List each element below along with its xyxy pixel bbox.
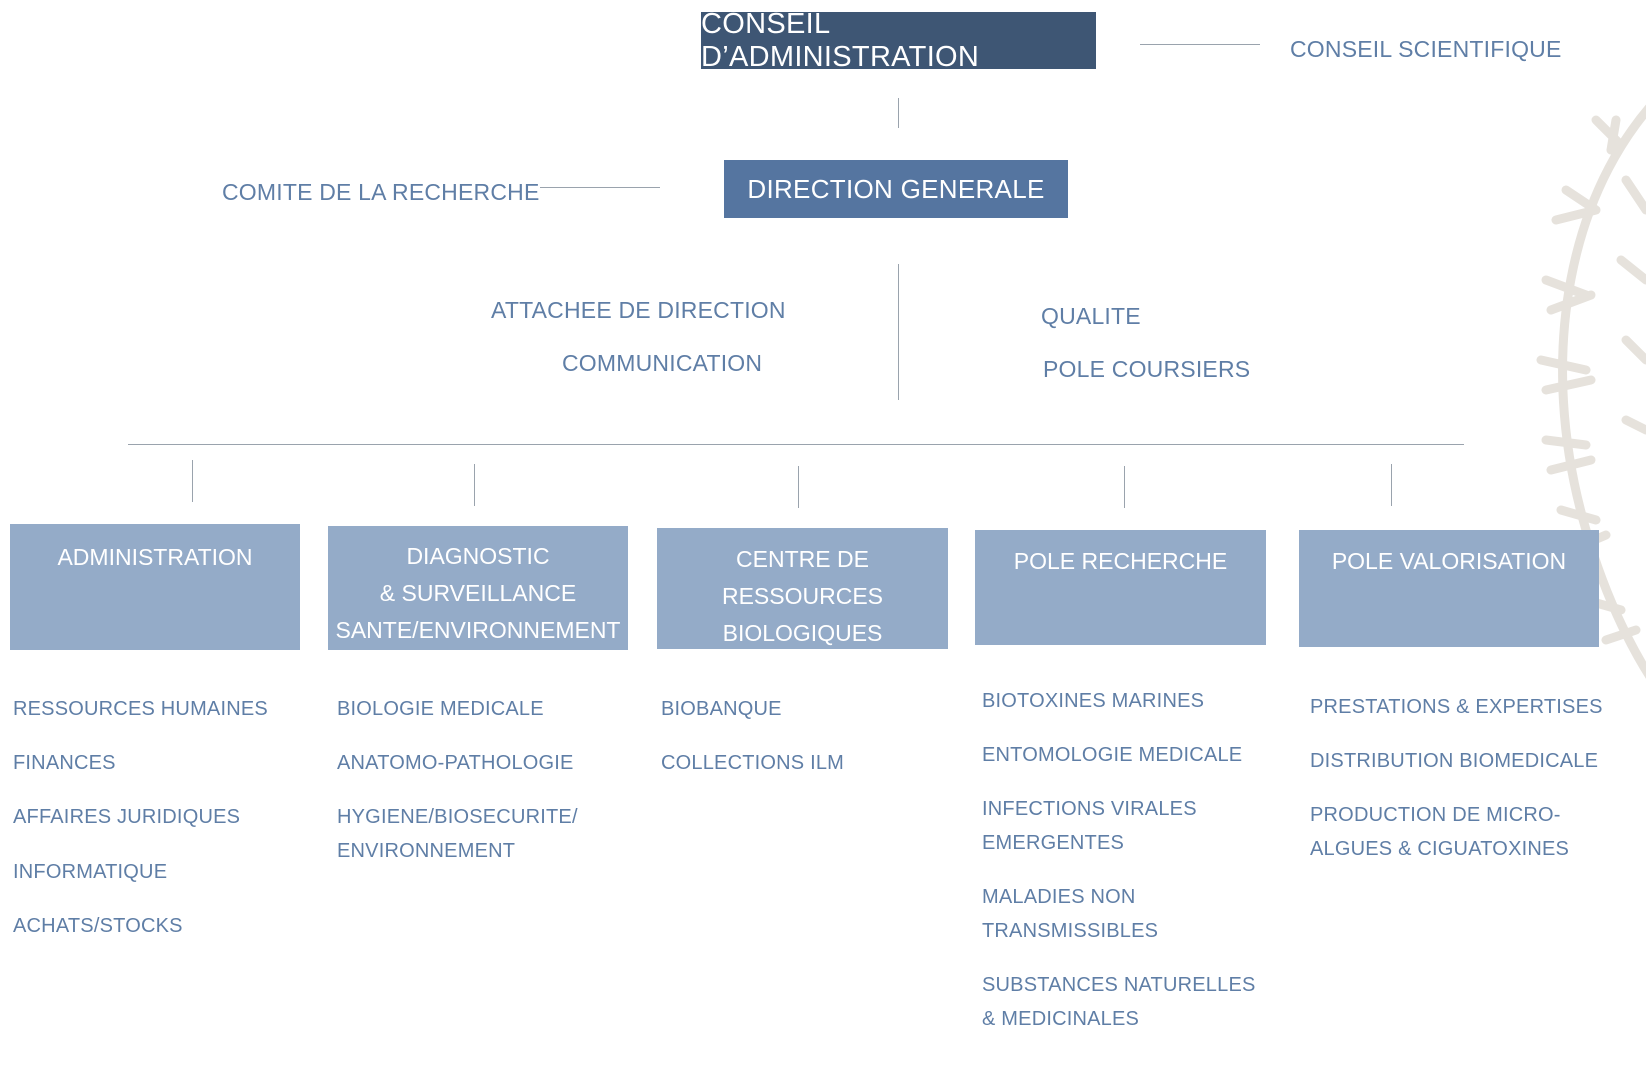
list-item-line: PRESTATIONS & EXPERTISES bbox=[1310, 696, 1603, 718]
list-item-line: ACHATS/STOCKS bbox=[13, 915, 183, 937]
connector-ca-dg bbox=[898, 98, 899, 128]
list-item: ACHATS/STOCKS bbox=[13, 909, 183, 943]
pole-coursiers-label: POLE COURSIERS bbox=[1043, 356, 1251, 382]
department-title-line: CENTRE DE RESSOURCES bbox=[721, 546, 884, 609]
department-title-line: & SURVEILLANCE bbox=[379, 580, 577, 606]
department-box-diagnostic: DIAGNOSTIC & SURVEILLANCE SANTE/ENVIRONN… bbox=[328, 526, 628, 650]
connector-dept-5 bbox=[1391, 464, 1392, 506]
direction-generale-box: DIRECTION GENERALE bbox=[724, 160, 1068, 218]
list-item: INFECTIONS VIRALES EMERGENTES bbox=[982, 792, 1197, 860]
list-item-line: FINANCES bbox=[13, 752, 116, 774]
list-item: FINANCES bbox=[13, 746, 116, 780]
conseil-administration-label: CONSEIL D’ADMINISTRATION bbox=[701, 7, 980, 73]
list-item-line: BIOBANQUE bbox=[661, 698, 782, 720]
list-item: BIOTOXINES MARINES bbox=[982, 684, 1204, 718]
department-box-pole-valorisation: POLE VALORISATION bbox=[1299, 530, 1599, 647]
list-item-line: RESSOURCES HUMAINES bbox=[13, 698, 268, 720]
list-item-line: ENTOMOLOGIE MEDICALE bbox=[982, 744, 1243, 766]
connector-dept-2 bbox=[474, 464, 475, 506]
list-item: INFORMATIQUE bbox=[13, 855, 167, 889]
list-item: PRESTATIONS & EXPERTISES bbox=[1310, 690, 1603, 724]
conseil-scientifique-label: CONSEIL SCIENTIFIQUE bbox=[1290, 36, 1562, 62]
list-item-line: HYGIENE/BIOSECURITE/ bbox=[337, 806, 578, 828]
department-box-administration: ADMINISTRATION bbox=[10, 524, 300, 650]
list-item: SUBSTANCES NATURELLES & MEDICINALES bbox=[982, 968, 1256, 1036]
list-item: RESSOURCES HUMAINES bbox=[13, 692, 268, 726]
list-item-line: TRANSMISSIBLES bbox=[982, 920, 1159, 942]
list-item-line: ENVIRONNEMENT bbox=[337, 840, 516, 862]
list-item-line: SUBSTANCES NATURELLES bbox=[982, 974, 1256, 996]
attachee-direction-label: ATTACHEE DE DIRECTION bbox=[491, 297, 786, 323]
list-item: PRODUCTION DE MICRO- ALGUES & CIGUATOXIN… bbox=[1310, 798, 1569, 866]
list-item-line: EMERGENTES bbox=[982, 832, 1125, 854]
list-item-line: MALADIES NON bbox=[982, 886, 1136, 908]
list-item: MALADIES NON TRANSMISSIBLES bbox=[982, 880, 1158, 948]
qualite-label: QUALITE bbox=[1041, 303, 1141, 329]
list-item: ANATOMO-PATHOLOGIE bbox=[337, 746, 574, 780]
department-box-centre-ressources: CENTRE DE RESSOURCES BIOLOGIQUES bbox=[657, 528, 948, 649]
list-item-line: & MEDICINALES bbox=[982, 1008, 1140, 1030]
list-item-line: BIOTOXINES MARINES bbox=[982, 690, 1205, 712]
list-item: BIOLOGIE MEDICALE bbox=[337, 692, 544, 726]
list-item-line: ANATOMO-PATHOLOGIE bbox=[337, 752, 574, 774]
list-item-line: AFFAIRES JURIDIQUES bbox=[13, 806, 241, 828]
connector-dept-1 bbox=[192, 460, 193, 502]
list-item-line: BIOLOGIE MEDICALE bbox=[337, 698, 544, 720]
department-title-line: SANTE/ENVIRONNEMENT bbox=[335, 617, 621, 643]
direction-generale-label: DIRECTION GENERALE bbox=[747, 173, 1045, 204]
department-title-line: DIAGNOSTIC bbox=[406, 543, 550, 569]
connector-dept-3 bbox=[798, 466, 799, 508]
list-item: BIOBANQUE bbox=[661, 692, 782, 726]
list-item: COLLECTIONS ILM bbox=[661, 746, 844, 780]
comite-recherche-label: COMITE DE LA RECHERCHE bbox=[222, 179, 540, 205]
communication-label: COMMUNICATION bbox=[562, 350, 763, 376]
list-item: AFFAIRES JURIDIQUES bbox=[13, 800, 240, 834]
connector-dept-4 bbox=[1124, 466, 1125, 508]
connector-comite bbox=[540, 187, 660, 188]
list-item-line: INFORMATIQUE bbox=[13, 861, 168, 883]
list-item: DISTRIBUTION BIOMEDICALE bbox=[1310, 744, 1598, 778]
list-item-line: PRODUCTION DE MICRO- bbox=[1310, 804, 1561, 826]
department-title-line: BIOLOGIQUES bbox=[722, 620, 883, 646]
list-item-line: ALGUES & CIGUATOXINES bbox=[1310, 838, 1570, 860]
department-box-pole-recherche: POLE RECHERCHE bbox=[975, 530, 1266, 645]
department-title-line: POLE VALORISATION bbox=[1331, 548, 1567, 574]
connector-dg-staff bbox=[898, 264, 899, 400]
list-item: HYGIENE/BIOSECURITE/ ENVIRONNEMENT bbox=[337, 800, 578, 868]
list-item-line: DISTRIBUTION BIOMEDICALE bbox=[1310, 750, 1599, 772]
department-title-line: POLE RECHERCHE bbox=[1013, 548, 1228, 574]
department-bus-line bbox=[128, 444, 1464, 445]
list-item-line: INFECTIONS VIRALES bbox=[982, 798, 1197, 820]
list-item-line: COLLECTIONS ILM bbox=[661, 752, 845, 774]
department-title-line: ADMINISTRATION bbox=[57, 544, 253, 570]
connector-conseil-scientifique bbox=[1140, 44, 1260, 45]
list-item: ENTOMOLOGIE MEDICALE bbox=[982, 738, 1242, 772]
conseil-administration-box: CONSEIL D’ADMINISTRATION bbox=[701, 8, 1096, 73]
